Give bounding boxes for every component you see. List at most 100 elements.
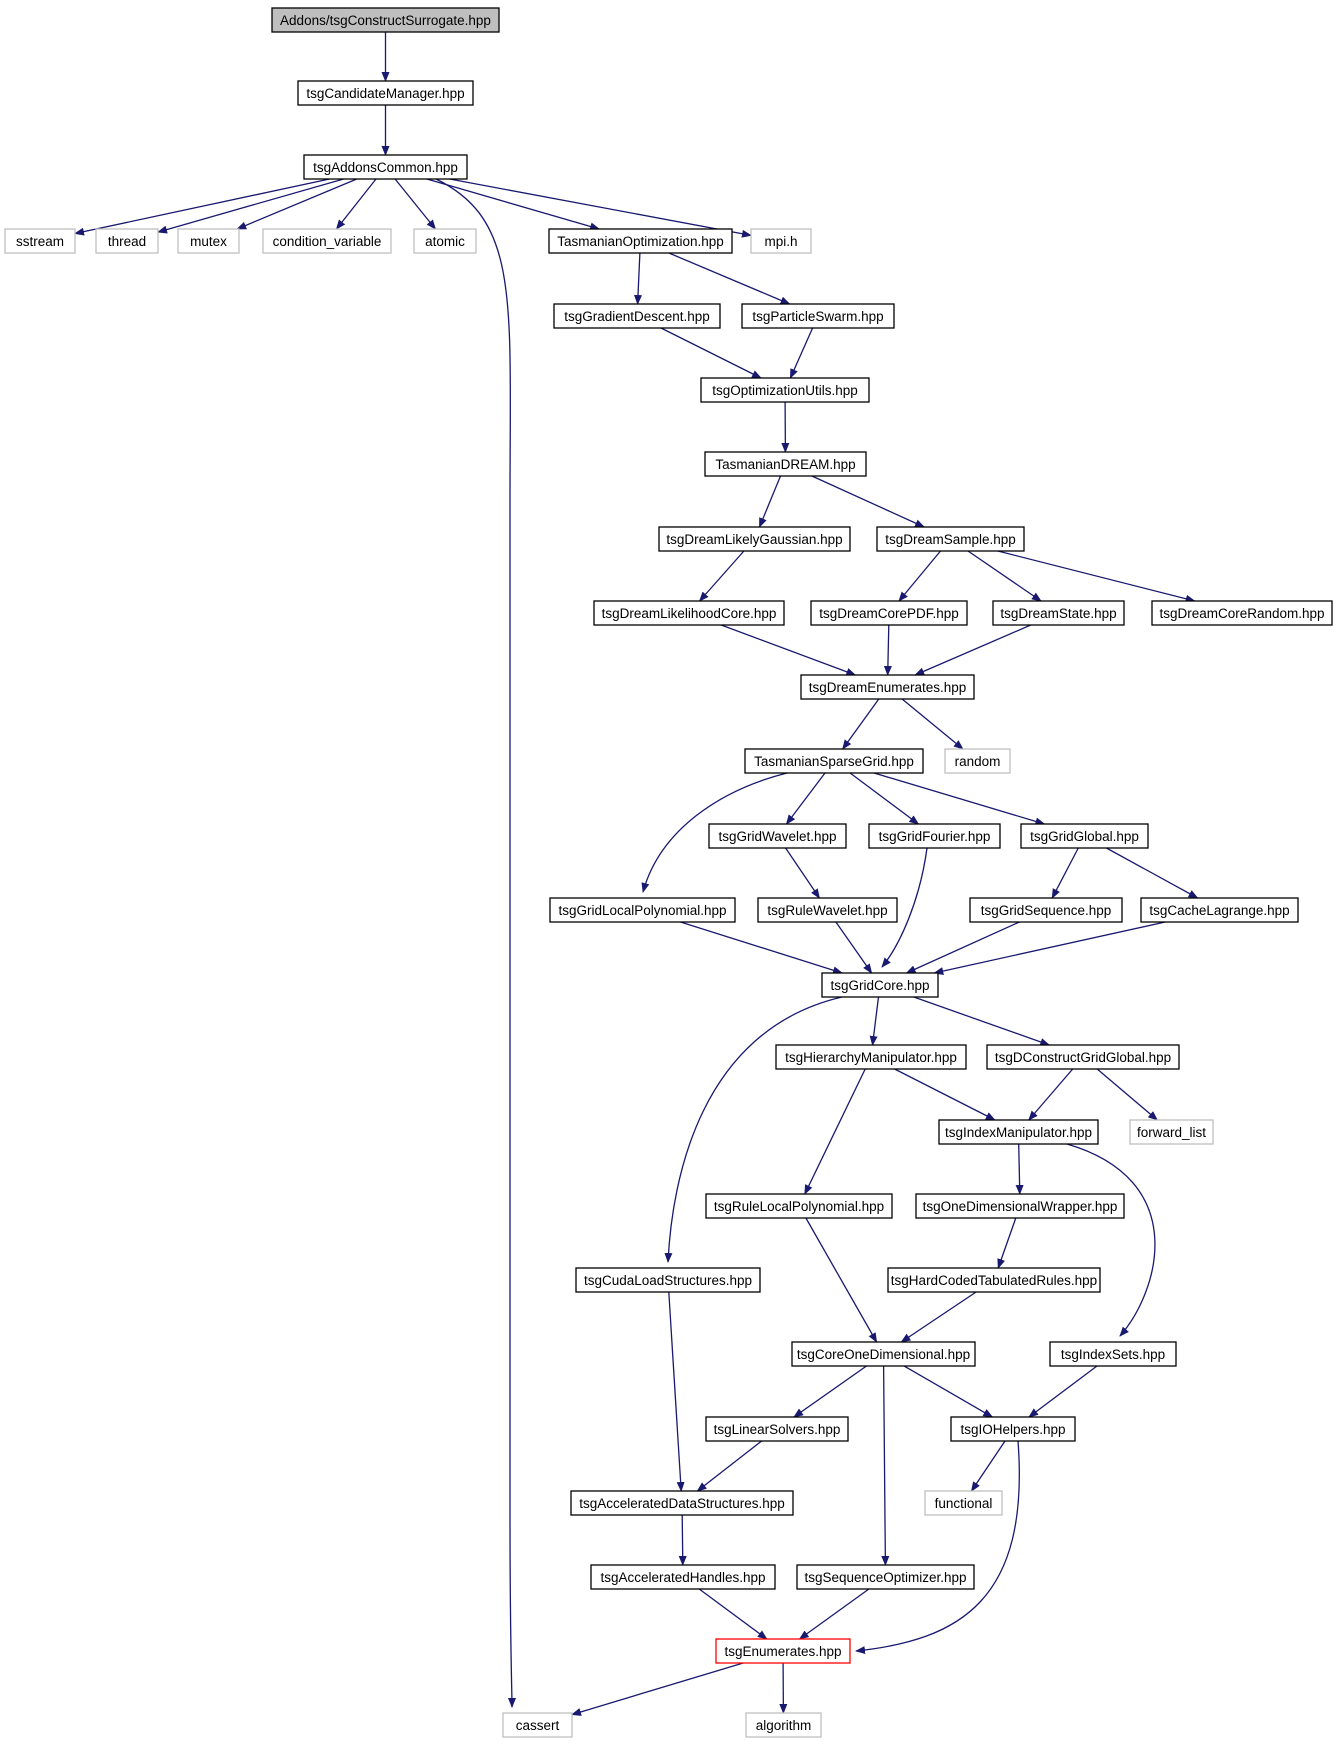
edge-gsequence-to-gridcore	[905, 921, 1020, 974]
node-hiermanip[interactable]: tsgHierarchyManipulator.hpp	[775, 1044, 967, 1070]
edge-dcorepdf-to-denum	[883, 624, 892, 676]
edge-denum-to-random	[901, 698, 964, 750]
edge-gwavelet-to-rwavelet	[785, 847, 820, 899]
node-label-accdata: tsgAcceleratedDataStructures.hpp	[579, 1496, 785, 1511]
node-rwavelet[interactable]: tsgRuleWavelet.hpp	[757, 897, 898, 923]
node-label-denum: tsgDreamEnumerates.hpp	[809, 680, 967, 695]
edge-tsg-to-gglobal	[873, 772, 1046, 826]
node-box-optutils	[700, 377, 870, 403]
node-dconstruct[interactable]: tsgDConstructGridGlobal.hpp	[986, 1044, 1180, 1070]
node-box-tasdream	[704, 451, 867, 477]
node-cudaload[interactable]: tsgCudaLoadStructures.hpp	[575, 1267, 761, 1293]
node-box-tsg	[744, 748, 924, 774]
node-label-functional: functional	[935, 1496, 993, 1511]
node-box-dcorerandom	[1151, 600, 1333, 626]
node-box-random	[944, 748, 1011, 774]
node-box-dconstruct	[986, 1044, 1180, 1070]
node-acchandles[interactable]: tsgAcceleratedHandles.hpp	[590, 1564, 776, 1590]
node-label-dlcore: tsgDreamLikelihoodCore.hpp	[602, 606, 777, 621]
node-label-cudaload: tsgCudaLoadStructures.hpp	[584, 1273, 752, 1288]
edge-addons-to-tasopt	[426, 178, 601, 231]
node-indexmanip[interactable]: tsgIndexManipulator.hpp	[938, 1119, 1099, 1145]
node-label-gsequence: tsgGridSequence.hpp	[981, 903, 1112, 918]
node-dcorepdf[interactable]: tsgDreamCorePDF.hpp	[810, 600, 968, 626]
node-box-pswarm	[741, 303, 895, 329]
node-dstate[interactable]: tsgDreamState.hpp	[992, 600, 1125, 626]
node-label-pswarm: tsgParticleSwarm.hpp	[752, 309, 883, 324]
node-box-gridcore	[821, 972, 939, 998]
node-denum[interactable]: tsgDreamEnumerates.hpp	[800, 674, 975, 700]
node-label-cachelag: tsgCacheLagrange.hpp	[1149, 903, 1289, 918]
node-rlocalpoly[interactable]: tsgRuleLocalPolynomial.hpp	[705, 1193, 893, 1219]
node-label-dstate: tsgDreamState.hpp	[1000, 606, 1116, 621]
node-thread: thread	[95, 228, 159, 254]
node-cachelag[interactable]: tsgCacheLagrange.hpp	[1140, 897, 1299, 923]
node-seqopt[interactable]: tsgSequenceOptimizer.hpp	[796, 1564, 975, 1590]
node-tasopt[interactable]: TasmanianOptimization.hpp	[548, 228, 733, 254]
node-enumerates[interactable]: tsgEnumerates.hpp	[715, 1638, 851, 1664]
node-gsequence[interactable]: tsgGridSequence.hpp	[969, 897, 1123, 923]
edge-rlocalpoly-to-coreonedim	[805, 1217, 878, 1343]
node-box-glocalpoly	[549, 897, 736, 923]
node-gfourier[interactable]: tsgGridFourier.hpp	[868, 823, 1001, 849]
node-iohelpers[interactable]: tsgIOHelpers.hpp	[950, 1416, 1076, 1442]
node-dlgauss[interactable]: tsgDreamLikelyGaussian.hpp	[658, 526, 851, 552]
edge-acchandles-to-enumerates	[698, 1588, 768, 1640]
edge-dconstruct-to-indexmanip	[1028, 1068, 1074, 1121]
node-gwavelet[interactable]: tsgGridWavelet.hpp	[708, 823, 847, 849]
node-graddesc[interactable]: tsgGradientDescent.hpp	[553, 303, 721, 329]
edge-gfourier-to-gridcore	[881, 847, 928, 968]
node-box-gfourier	[868, 823, 1001, 849]
node-candidate[interactable]: tsgCandidateManager.hpp	[297, 80, 474, 106]
node-root[interactable]: Addons/tsgConstructSurrogate.hpp	[271, 7, 500, 33]
node-dsample[interactable]: tsgDreamSample.hpp	[876, 526, 1025, 552]
node-label-addons: tsgAddonsCommon.hpp	[313, 160, 458, 175]
node-box-dsample	[876, 526, 1025, 552]
node-box-onedimwrap	[915, 1193, 1125, 1219]
node-indexsets[interactable]: tsgIndexSets.hpp	[1049, 1341, 1177, 1367]
node-cassert: cassert	[502, 1712, 573, 1738]
node-label-gridcore: tsgGridCore.hpp	[830, 978, 929, 993]
node-tasdream[interactable]: TasmanianDREAM.hpp	[704, 451, 867, 477]
edge-hardcoded-to-coreonedim	[900, 1291, 977, 1343]
edge-hiermanip-to-rlocalpoly	[804, 1068, 866, 1195]
node-gridcore[interactable]: tsgGridCore.hpp	[821, 972, 939, 998]
edge-tsg-to-glocalpoly	[641, 772, 788, 893]
node-label-tasopt: TasmanianOptimization.hpp	[557, 234, 724, 249]
node-box-iohelpers	[950, 1416, 1076, 1442]
node-dlcore[interactable]: tsgDreamLikelihoodCore.hpp	[593, 600, 785, 626]
node-label-mpi: mpi.h	[764, 234, 797, 249]
node-gglobal[interactable]: tsgGridGlobal.hpp	[1020, 823, 1149, 849]
node-box-dcorepdf	[810, 600, 968, 626]
node-label-optutils: tsgOptimizationUtils.hpp	[712, 383, 858, 398]
node-addons[interactable]: tsgAddonsCommon.hpp	[303, 154, 468, 180]
node-label-condvar: condition_variable	[273, 234, 382, 249]
node-box-indexmanip	[938, 1119, 1099, 1145]
node-glocalpoly[interactable]: tsgGridLocalPolynomial.hpp	[549, 897, 736, 923]
node-label-dlgauss: tsgDreamLikelyGaussian.hpp	[666, 532, 842, 547]
node-box-functional	[924, 1490, 1003, 1516]
node-tsg[interactable]: TasmanianSparseGrid.hpp	[744, 748, 924, 774]
node-onedimwrap[interactable]: tsgOneDimensionalWrapper.hpp	[915, 1193, 1125, 1219]
node-hardcoded[interactable]: tsgHardCodedTabulatedRules.hpp	[887, 1267, 1101, 1293]
node-box-denum	[800, 674, 975, 700]
node-functional: functional	[924, 1490, 1003, 1516]
node-optutils[interactable]: tsgOptimizationUtils.hpp	[700, 377, 870, 403]
node-condvar: condition_variable	[262, 228, 392, 254]
edge-coreonedim-to-iohelpers	[903, 1365, 994, 1418]
node-box-thread	[95, 228, 159, 254]
node-accdata[interactable]: tsgAcceleratedDataStructures.hpp	[570, 1490, 794, 1516]
node-box-mpi	[750, 228, 812, 254]
node-box-root	[271, 7, 500, 33]
node-label-sstream: sstream	[16, 234, 64, 249]
node-pswarm[interactable]: tsgParticleSwarm.hpp	[741, 303, 895, 329]
edge-dlgauss-to-dlcore	[698, 550, 745, 602]
node-label-cassert: cassert	[516, 1718, 560, 1733]
node-linsolve[interactable]: tsgLinearSolvers.hpp	[705, 1416, 849, 1442]
node-coreonedim[interactable]: tsgCoreOneDimensional.hpp	[791, 1341, 976, 1367]
node-box-cassert	[502, 1712, 573, 1738]
edge-indexsets-to-iohelpers	[1028, 1365, 1098, 1418]
node-dcorerandom[interactable]: tsgDreamCoreRandom.hpp	[1151, 600, 1333, 626]
edge-indexmanip-to-indexsets	[1066, 1143, 1156, 1337]
